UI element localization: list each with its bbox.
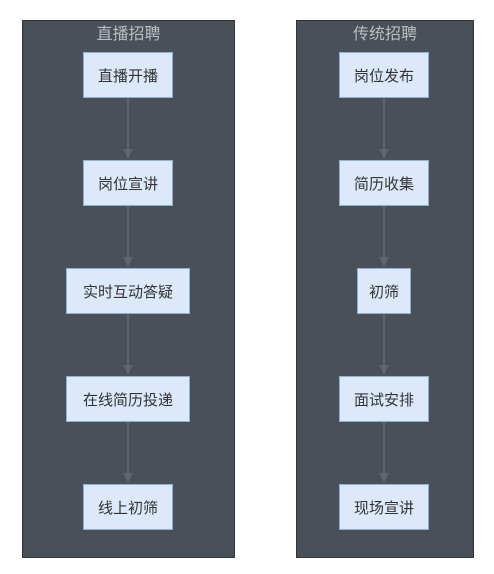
node-live-broadcast-start: 直播开播 [83,52,173,98]
node-trad-onsite-presentation: 现场宣讲 [339,484,429,530]
node-live-screening: 线上初筛 [83,484,173,530]
lane-title: 直播招聘 [96,24,161,43]
node-trad-resume-collect: 简历收集 [339,160,429,206]
node-trad-interview: 面试安排 [339,376,429,422]
lane-traditional-recruitment: 传统招聘 [296,20,474,558]
lane-title: 传统招聘 [352,24,417,43]
node-live-qa: 实时互动答疑 [66,268,190,314]
node-live-job-presentation: 岗位宣讲 [83,160,173,206]
node-live-resume-submit: 在线简历投递 [66,376,190,422]
node-trad-screening: 初筛 [357,268,411,314]
node-trad-job-posting: 岗位发布 [339,52,429,98]
